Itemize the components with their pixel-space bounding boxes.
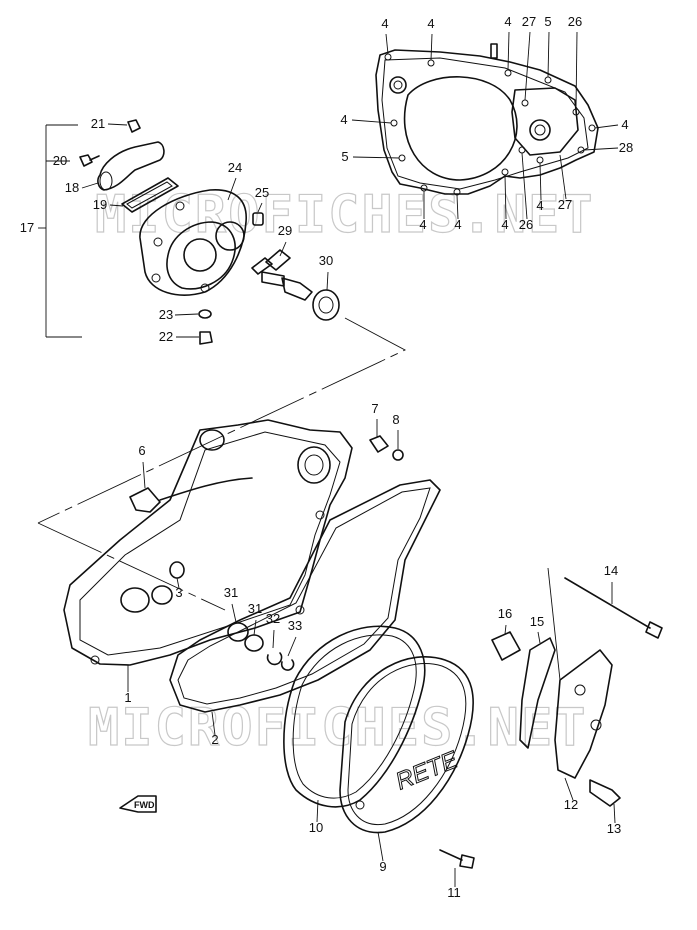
part-number-callout: 26 [519, 217, 533, 232]
part-number-callout: 2 [211, 732, 218, 747]
crankcase-gasket [169, 479, 441, 736]
watermark-top: MICROFICHES.NET [95, 185, 595, 245]
watermark-bottom: MICROFICHES.NET [88, 698, 588, 758]
part-number-callout: 18 [65, 180, 79, 195]
part-number-callout: 3 [175, 585, 182, 600]
part-number-callout: 5 [544, 14, 551, 29]
part-number-callout: 31 [224, 585, 238, 600]
part-number-callout: 4 [501, 217, 508, 232]
part-number-callout: 4 [536, 198, 543, 213]
forward-direction-badge: FWD [119, 795, 157, 813]
part-number-callout: 15 [530, 614, 544, 629]
part-number-callout: 4 [621, 117, 628, 132]
gasket-leader-lines [351, 31, 619, 220]
guard-parts [491, 567, 663, 824]
crankcase-cover [63, 419, 353, 692]
part-number-callout: 8 [392, 412, 399, 427]
part-number-callout: 29 [278, 223, 292, 238]
part-number-callout: 1 [124, 690, 131, 705]
assembly-guide-line [37, 317, 407, 611]
water-pump-bracket [38, 124, 82, 338]
part-number-callout: 5 [341, 149, 348, 164]
part-number-callout: 19 [93, 197, 107, 212]
part-number-callout: 14 [604, 563, 618, 578]
part-number-callout: 30 [319, 253, 333, 268]
part-number-callout: 17 [20, 220, 34, 235]
part-number-callout: 4 [381, 16, 388, 31]
part-number-callout: 27 [522, 14, 536, 29]
part-number-callout: 32 [266, 611, 280, 626]
part-number-callout: 24 [228, 160, 242, 175]
part-number-callout: 4 [427, 16, 434, 31]
water-pump-parts [79, 119, 340, 345]
part-number-callout: 9 [379, 859, 386, 874]
bolt-and-washer [369, 419, 404, 461]
part-number-callout: 21 [91, 116, 105, 131]
part-number-callout: 11 [447, 885, 461, 900]
part-number-callout: 20 [53, 153, 67, 168]
svg-text:FWD: FWD [134, 800, 155, 810]
part-number-callout: 4 [340, 112, 347, 127]
part-number-callout: 4 [419, 217, 426, 232]
part-number-callout: 22 [159, 329, 173, 344]
part-number-callout: 33 [288, 618, 302, 633]
part-number-callout: 28 [619, 140, 633, 155]
cover-bolt [439, 849, 475, 887]
part-number-callout: 16 [498, 606, 512, 621]
part-number-callout: 31 [248, 601, 262, 616]
part-number-callout: 23 [159, 307, 173, 322]
part-number-callout: 13 [607, 821, 621, 836]
part-number-callout: 4 [454, 217, 461, 232]
part-number-callout: 25 [255, 185, 269, 200]
part-number-callout: 12 [564, 797, 578, 812]
part-number-callout: 4 [504, 14, 511, 29]
clutch-cover-gasket [375, 43, 599, 196]
part-number-callout: 6 [138, 443, 145, 458]
part-number-callout: 26 [568, 14, 582, 29]
part-number-callout: 10 [309, 820, 323, 835]
part-number-callout: 27 [558, 197, 572, 212]
part-number-callout: 7 [371, 401, 378, 416]
